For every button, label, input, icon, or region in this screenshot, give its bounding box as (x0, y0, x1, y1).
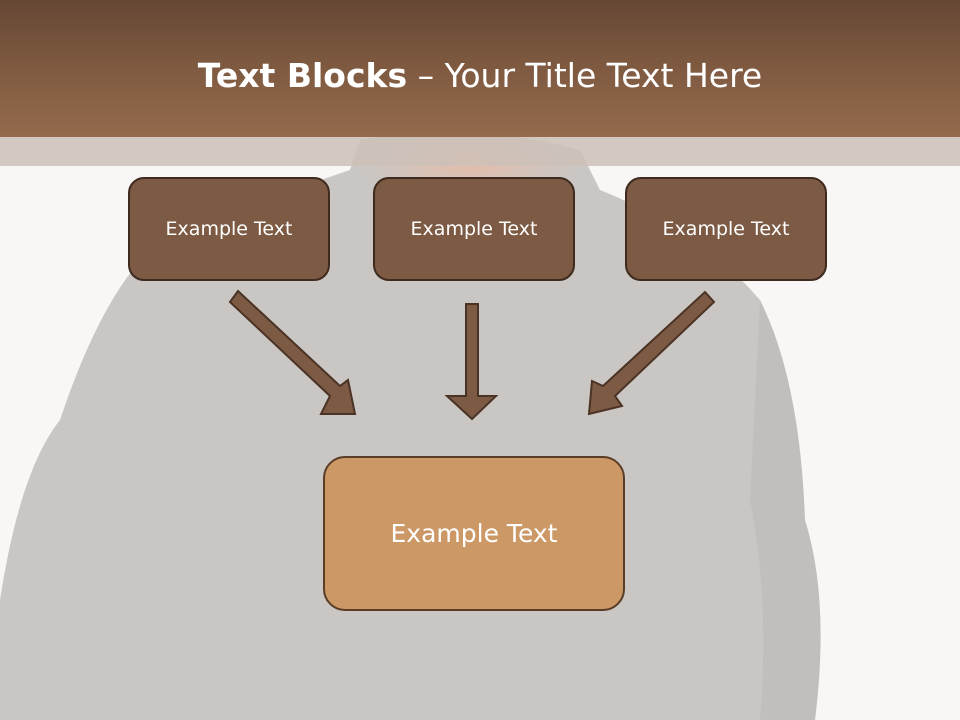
arrow-diagonal-down-left-icon (587, 290, 716, 416)
text-block-3: Example Text (625, 177, 827, 281)
text-block-2: Example Text (373, 177, 575, 281)
header-bar (0, 0, 960, 137)
text-block-1: Example Text (128, 177, 330, 281)
result-text-block: Example Text (323, 456, 625, 611)
header-strip (0, 137, 960, 166)
arrow-diagonal-down-right-icon (228, 289, 357, 415)
title-bold: Text Blocks (197, 56, 408, 95)
title-rest: – Your Title Text Here (407, 56, 763, 95)
arrow-down-icon (444, 303, 499, 421)
slide-title: Text Blocks – Your Title Text Here (0, 56, 960, 96)
person-sleeve-right (750, 300, 821, 720)
